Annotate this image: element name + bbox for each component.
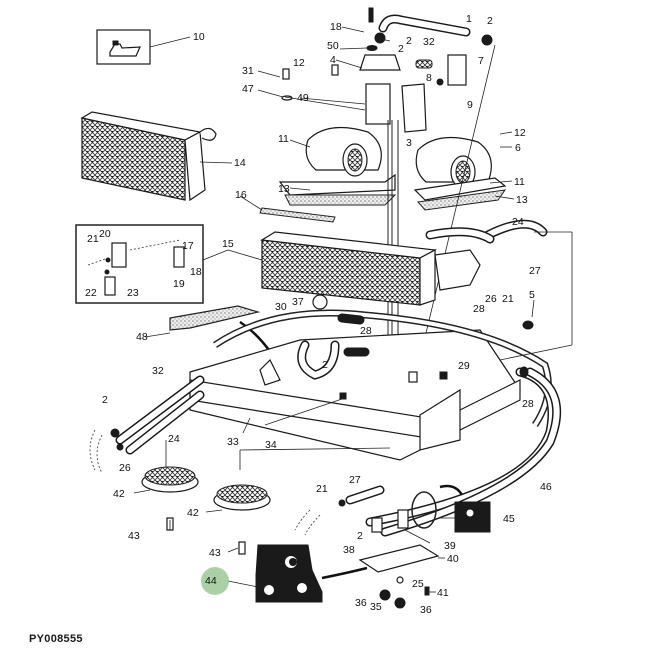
callout-8: 8 — [426, 72, 432, 84]
callout-11: 11 — [278, 133, 289, 145]
heater-core-main — [260, 231, 481, 310]
callout-26: 26 — [485, 293, 497, 305]
callout-36: 36 — [420, 604, 432, 616]
callout-32: 32 — [152, 365, 164, 377]
heater-core-left — [80, 111, 217, 202]
callout-6: 6 — [515, 142, 521, 154]
callout-labels: 10 18 1 2 2 50 2 32 4 7 31 12 8 47 49 9 … — [85, 13, 552, 616]
callout-47: 47 — [242, 83, 254, 95]
callout-28: 28 — [522, 398, 534, 410]
callout-27: 27 — [349, 474, 361, 486]
gasket-strip — [259, 207, 336, 223]
callout-24: 24 — [512, 216, 524, 228]
callout-34: 34 — [265, 439, 277, 451]
callout-33: 33 — [227, 436, 239, 448]
callout-14: 14 — [234, 157, 246, 169]
callout-26: 26 — [119, 462, 131, 474]
callout-37: 37 — [292, 296, 304, 308]
callout-18: 18 — [190, 266, 202, 278]
callout-43: 43 — [209, 547, 221, 559]
callout-1: 1 — [466, 13, 472, 25]
leader-lines — [133, 26, 573, 593]
callout-11: 11 — [514, 176, 525, 188]
bracket-inset — [96, 29, 151, 65]
callout-10: 10 — [193, 31, 205, 43]
blower-motor-left — [278, 126, 397, 206]
callout-20: 20 — [99, 228, 111, 240]
callout-45: 45 — [503, 513, 515, 525]
blower-motor-right — [413, 136, 507, 211]
callout-32: 32 — [423, 36, 435, 48]
callout-49: 49 — [297, 92, 309, 104]
coolant-hoses — [89, 219, 562, 537]
callout-43: 43 — [128, 530, 140, 542]
callout-28: 28 — [473, 303, 485, 315]
callout-2: 2 — [398, 43, 404, 55]
callout-40: 40 — [447, 553, 459, 565]
switch-plate-assembly — [358, 491, 440, 609]
control-plate-45 — [454, 501, 491, 533]
callout-50: 50 — [327, 40, 339, 52]
callout-48: 48 — [136, 331, 148, 343]
callout-17: 17 — [182, 240, 194, 252]
callout-44[interactable]: 44 — [205, 575, 217, 587]
callout-28: 28 — [360, 325, 372, 337]
callout-13: 13 — [278, 183, 290, 195]
callout-23: 23 — [127, 287, 139, 299]
callout-15: 15 — [222, 238, 234, 250]
callout-2: 2 — [322, 359, 328, 371]
callout-39: 39 — [444, 540, 456, 552]
panel-45-arrow — [439, 484, 464, 496]
callout-30: 30 — [275, 301, 287, 313]
control-plate-44 — [255, 544, 323, 603]
callout-42: 42 — [113, 488, 125, 500]
callout-36: 36 — [355, 597, 367, 609]
callout-3: 3 — [406, 137, 412, 149]
pipe-fittings-lower — [294, 485, 385, 536]
panel-arrow — [321, 566, 368, 580]
callout-25: 25 — [412, 578, 424, 590]
callout-2: 2 — [406, 35, 412, 47]
callout-5: 5 — [529, 289, 535, 301]
callout-29: 29 — [458, 360, 470, 372]
callout-7: 7 — [478, 55, 484, 67]
callout-2: 2 — [102, 394, 108, 406]
diagram-reference-code: PY008555 — [29, 633, 83, 645]
air-filter — [169, 305, 261, 331]
callout-18: 18 — [330, 21, 342, 33]
callout-21: 21 — [502, 293, 514, 305]
callout-35: 35 — [370, 601, 382, 613]
air-vent-right — [213, 484, 271, 555]
callout-46: 46 — [540, 481, 552, 493]
callout-27: 27 — [529, 265, 541, 277]
callout-42: 42 — [187, 507, 199, 519]
callout-24: 24 — [168, 433, 180, 445]
callout-41: 41 — [437, 587, 449, 599]
callout-12: 12 — [514, 127, 526, 139]
callout-21: 21 — [316, 483, 328, 495]
callout-21: 21 — [87, 233, 99, 245]
callout-13: 13 — [516, 194, 528, 206]
callout-4: 4 — [330, 54, 336, 66]
callout-2: 2 — [487, 15, 493, 27]
callout-16: 16 — [235, 189, 247, 201]
callout-12: 12 — [293, 57, 305, 69]
callout-38: 38 — [343, 544, 355, 556]
callout-2: 2 — [357, 530, 363, 542]
callout-9: 9 — [467, 99, 473, 111]
latch-inset — [75, 224, 204, 304]
callout-22: 22 — [85, 287, 97, 299]
water-valve-assembly — [281, 7, 493, 133]
callout-highlight — [201, 567, 229, 595]
callout-19: 19 — [173, 278, 185, 290]
callout-31: 31 — [242, 65, 254, 77]
